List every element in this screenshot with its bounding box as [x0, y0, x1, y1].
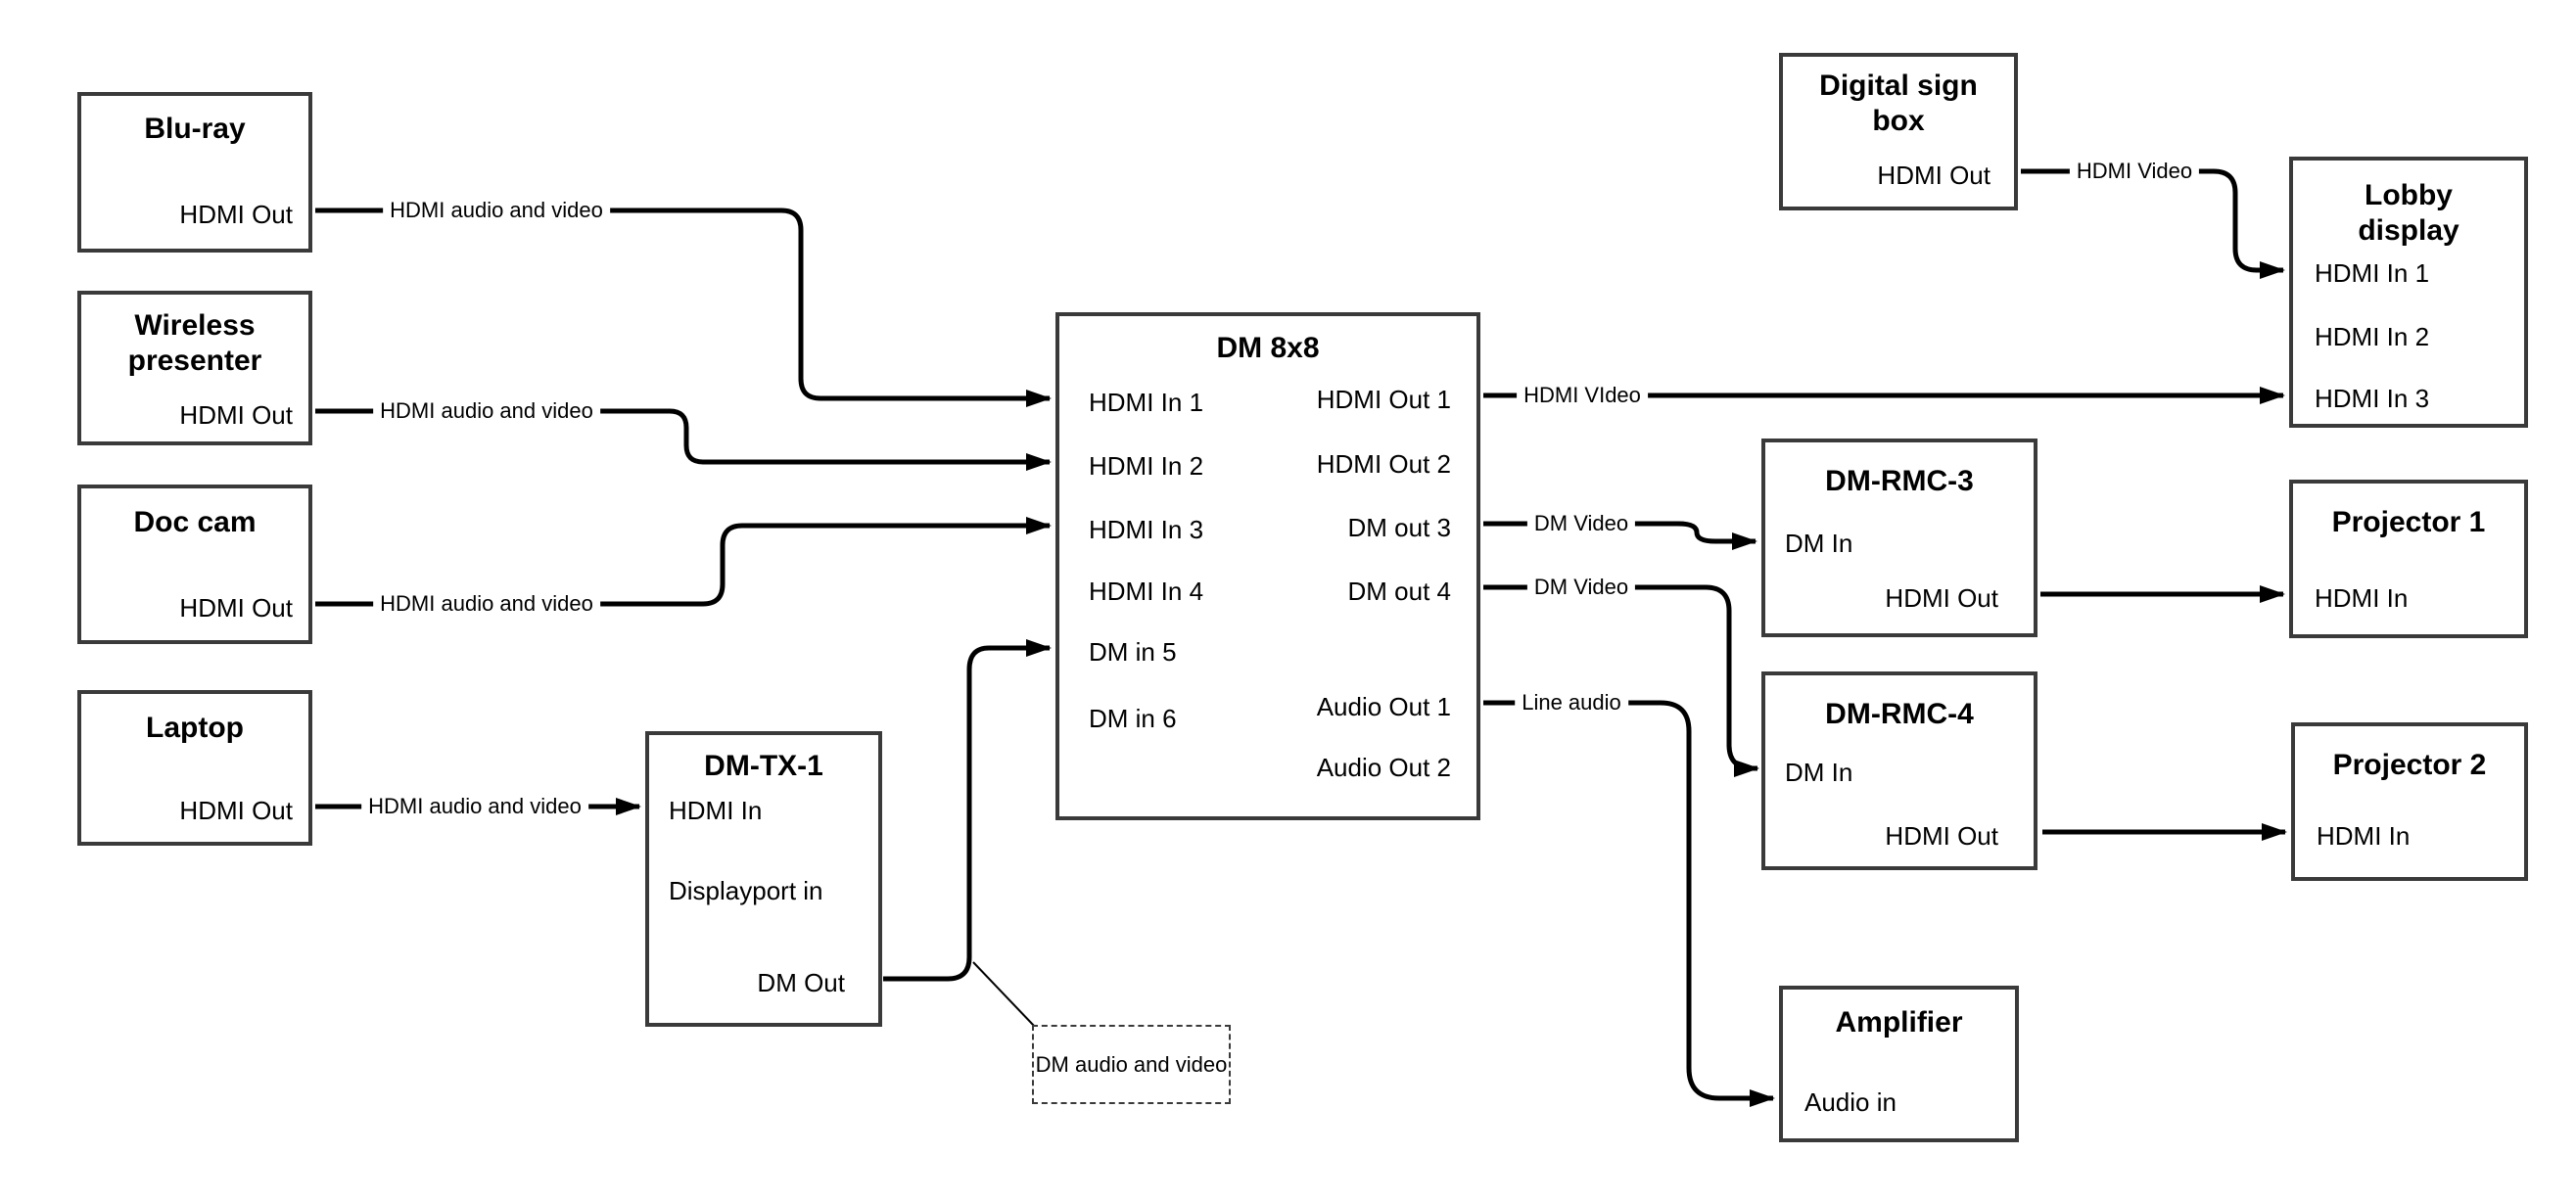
- port-dm8x8-dm-out-4: DM out 4: [1347, 577, 1452, 606]
- node-lobby-display: Lobby display HDMI In 1 HDMI In 2 HDMI I…: [2289, 157, 2528, 428]
- port-wireless-hdmi-out: HDMI Out: [179, 400, 293, 430]
- port-rmc3-dm-in: DM In: [1785, 529, 1853, 558]
- node-bluray: Blu-ray HDMI Out: [77, 92, 312, 253]
- port-dm8x8-audio-out-1: Audio Out 1: [1316, 692, 1451, 721]
- node-dm-8x8-title: DM 8x8: [1216, 332, 1320, 364]
- port-dmtx1-hdmi-in: HDMI In: [669, 796, 763, 825]
- node-projector-1: Projector 1 HDMI In: [2289, 480, 2528, 638]
- port-dm8x8-dm-in-5: DM in 5: [1089, 637, 1177, 667]
- edge-label-wireless-to-dm8x8: HDMI audio and video: [373, 398, 600, 424]
- node-dm-rmc-3: DM-RMC-3 DM In HDMI Out: [1761, 439, 2037, 637]
- edge-label-out4-to-rmc4: DM Video: [1526, 575, 1636, 600]
- node-dm-tx-1: DM-TX-1 HDMI In Displayport in DM Out: [645, 731, 882, 1027]
- port-dm8x8-dm-out-3: DM out 3: [1347, 513, 1452, 542]
- port-rmc3-hdmi-out: HDMI Out: [1885, 583, 1998, 613]
- port-dm8x8-hdmi-in-3: HDMI In 3: [1089, 515, 1204, 544]
- wire-bluray-to-dm8x8-in1: [315, 208, 1052, 407]
- wire-dm8x8-out3-to-rmc3: [1483, 521, 1757, 550]
- port-dm8x8-hdmi-out-2: HDMI Out 2: [1316, 449, 1451, 479]
- port-rmc4-hdmi-out: HDMI Out: [1885, 821, 1998, 851]
- node-dm-8x8: DM 8x8 HDMI In 1 HDMI In 2 HDMI In 3 HDM…: [1055, 312, 1480, 820]
- node-projector-2: Projector 2 HDMI In: [2291, 722, 2528, 881]
- node-wireless-presenter-title: Wireless presenter: [127, 309, 262, 377]
- edge-label-out3-to-rmc3: DM Video: [1526, 511, 1636, 536]
- wire-doccam-to-dm8x8-in3: [315, 517, 1052, 607]
- edge-label-audio1-to-amp: Line audio: [1515, 690, 1628, 716]
- port-bluray-hdmi-out: HDMI Out: [179, 200, 293, 229]
- wire-dm8x8-audio1-to-amp: [1483, 700, 1775, 1107]
- port-rmc4-dm-in: DM In: [1785, 758, 1853, 787]
- port-lobby-hdmi-in-2: HDMI In 2: [2315, 322, 2430, 351]
- port-doccam-hdmi-out: HDMI Out: [179, 593, 293, 623]
- edge-label-bluray-to-dm8x8: HDMI audio and video: [383, 198, 610, 223]
- wire-wireless-to-dm8x8-in2: [315, 408, 1052, 471]
- port-proj2-hdmi-in: HDMI In: [2317, 821, 2411, 851]
- annotation-dm-audio-and-video: DM audio and video: [1032, 1025, 1231, 1104]
- node-amplifier: Amplifier Audio in: [1779, 986, 2019, 1142]
- port-dm8x8-hdmi-in-4: HDMI In 4: [1089, 577, 1204, 606]
- node-lobby-display-title: Lobby display: [2358, 179, 2459, 247]
- node-digital-sign-box: Digital sign box HDMI Out: [1779, 53, 2018, 210]
- port-lobby-hdmi-in-3: HDMI In 3: [2315, 384, 2430, 413]
- port-proj1-hdmi-in: HDMI In: [2315, 583, 2409, 613]
- edge-label-doccam-to-dm8x8: HDMI audio and video: [373, 591, 600, 617]
- wire-digitalsign-to-lobby-in1: [2021, 168, 2285, 279]
- node-projector-1-title: Projector 1: [2331, 506, 2486, 538]
- port-dmtx1-dm-out: DM Out: [757, 968, 845, 997]
- node-dm-rmc-4-title: DM-RMC-4: [1825, 698, 1974, 730]
- port-dm8x8-hdmi-in-1: HDMI In 1: [1089, 388, 1204, 417]
- node-bluray-title: Blu-ray: [144, 113, 246, 145]
- port-laptop-hdmi-out: HDMI Out: [179, 796, 293, 825]
- node-wireless-presenter: Wireless presenter HDMI Out: [77, 291, 312, 445]
- port-digitalsign-hdmi-out: HDMI Out: [1877, 161, 1991, 190]
- port-dm8x8-hdmi-in-2: HDMI In 2: [1089, 451, 1204, 481]
- node-projector-2-title: Projector 2: [2332, 749, 2487, 781]
- port-dmtx1-displayport-in: Displayport in: [669, 876, 823, 905]
- wire-dmtx1-to-dm8x8-in5: [883, 639, 1052, 982]
- edge-label-laptop-to-dmtx1: HDMI audio and video: [361, 794, 588, 819]
- node-digital-sign-box-title: Digital sign box: [1819, 69, 1978, 137]
- node-amplifier-title: Amplifier: [1835, 1006, 1963, 1039]
- edge-label-out1-to-lobby: HDMI VIdeo: [1517, 383, 1648, 408]
- annotation-text: DM audio and video: [1035, 1051, 1228, 1077]
- node-dm-tx-1-title: DM-TX-1: [704, 750, 823, 782]
- port-dm8x8-dm-in-6: DM in 6: [1089, 704, 1177, 733]
- annotation-leader-line: [972, 961, 1036, 1028]
- wire-dm8x8-out4-to-rmc4: [1483, 584, 1759, 777]
- port-lobby-hdmi-in-1: HDMI In 1: [2315, 258, 2430, 288]
- node-doc-cam-title: Doc cam: [133, 506, 257, 538]
- port-amp-audio-in: Audio in: [1804, 1087, 1897, 1117]
- port-dm8x8-audio-out-2: Audio Out 2: [1316, 753, 1451, 782]
- node-laptop: Laptop HDMI Out: [77, 690, 312, 846]
- node-laptop-title: Laptop: [146, 712, 244, 744]
- node-dm-rmc-3-title: DM-RMC-3: [1825, 465, 1974, 497]
- node-dm-rmc-4: DM-RMC-4 DM In HDMI Out: [1761, 671, 2037, 870]
- edge-label-digitalsign-to-lobby: HDMI Video: [2069, 159, 2200, 184]
- port-dm8x8-hdmi-out-1: HDMI Out 1: [1316, 385, 1451, 414]
- node-doc-cam: Doc cam HDMI Out: [77, 485, 312, 644]
